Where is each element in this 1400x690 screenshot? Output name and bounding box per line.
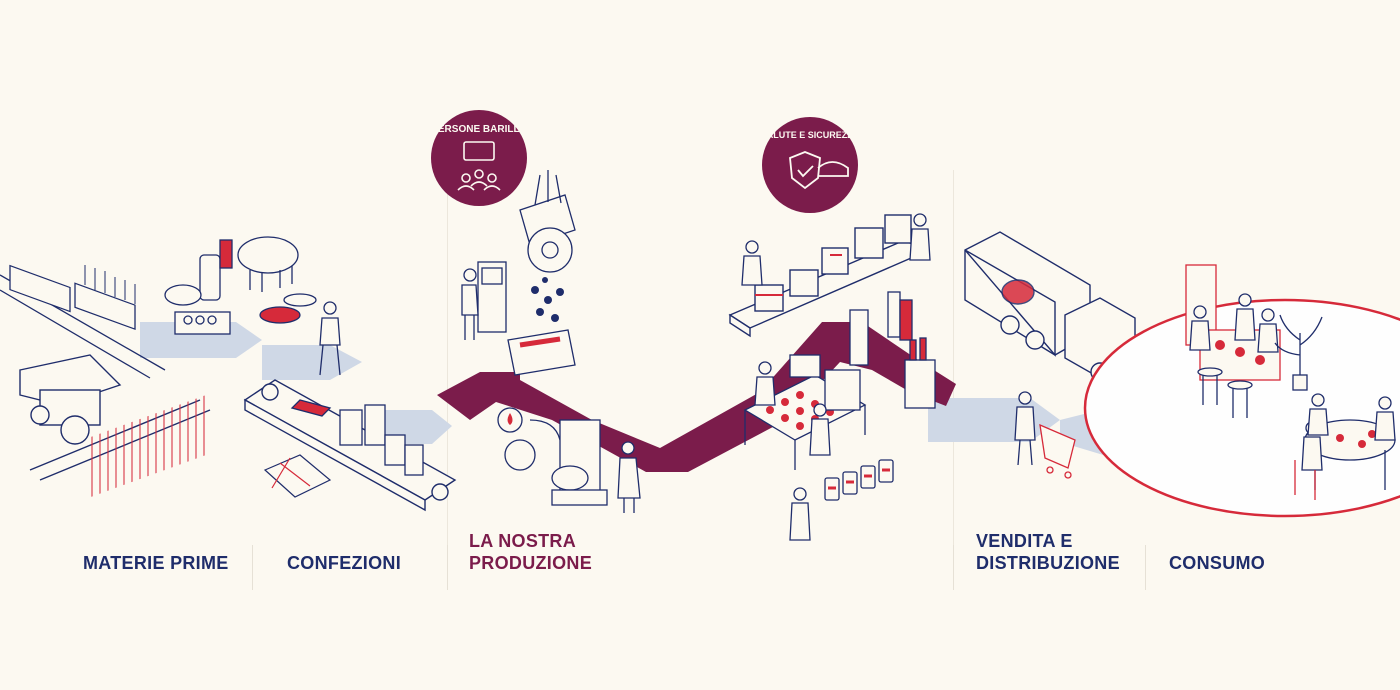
label-distribution: VENDITA E DISTRIBUZIONE bbox=[976, 530, 1120, 574]
cow bbox=[237, 236, 299, 292]
label-packaging: CONFEZIONI bbox=[287, 553, 401, 573]
control-panel-worker bbox=[461, 261, 507, 340]
shopper-with-cart bbox=[1014, 391, 1076, 479]
label-distribution-line1: VENDITA E bbox=[976, 531, 1073, 551]
divider-production-right bbox=[953, 170, 954, 590]
grain-hopper bbox=[507, 329, 576, 376]
production-path bbox=[437, 322, 956, 472]
divider-production-left bbox=[447, 170, 448, 590]
label-divider-3 bbox=[953, 545, 954, 590]
red-wheat-field bbox=[85, 395, 205, 500]
product-boxes bbox=[290, 399, 424, 476]
speech-bubble-people-icon bbox=[457, 141, 501, 191]
badge-people-text: PERSONE BARILLA bbox=[431, 124, 527, 135]
badge-safety-text: SALUTE E SICUREZZA bbox=[761, 130, 860, 140]
sauce-jars bbox=[824, 459, 894, 501]
wheat-mill bbox=[519, 170, 576, 273]
conveyor-workers bbox=[741, 213, 931, 286]
label-production-line1: LA NOSTRA bbox=[469, 531, 577, 551]
badge-persone-barilla: PERSONE BARILLA bbox=[431, 110, 527, 206]
label-production-line2: PRODUZIONE bbox=[469, 553, 593, 573]
badge-salute-sicurezza: SALUTE E SICUREZZA bbox=[761, 117, 860, 213]
railway-train bbox=[0, 264, 166, 379]
ingredients-icons bbox=[497, 407, 561, 471]
flow-arrow-distribution bbox=[928, 398, 1060, 442]
cocoa-pods bbox=[259, 293, 317, 324]
label-distribution-line2: DISTRIBUZIONE bbox=[976, 553, 1120, 573]
potted-plant bbox=[1274, 314, 1323, 391]
shield-helmet-icon bbox=[789, 151, 849, 190]
label-divider-2 bbox=[447, 545, 448, 590]
baker-worker bbox=[617, 441, 641, 513]
label-consumption: CONSUMO bbox=[1169, 553, 1266, 573]
product-display bbox=[849, 291, 936, 409]
box-conveyor bbox=[728, 214, 927, 338]
dining-table bbox=[1294, 393, 1396, 500]
farm-worker bbox=[319, 301, 341, 376]
label-divider-4 bbox=[1145, 545, 1146, 590]
wheat-stalks bbox=[84, 265, 136, 304]
dairy-items bbox=[164, 239, 233, 335]
flat-cardboard bbox=[263, 454, 332, 498]
production-workers bbox=[754, 361, 831, 541]
kitchen-scene bbox=[1185, 264, 1281, 418]
label-raw-materials: MATERIE PRIME bbox=[83, 553, 229, 573]
label-divider-1 bbox=[252, 545, 253, 590]
flow-arrow-raw-materials bbox=[140, 322, 262, 358]
biscuit-production-table bbox=[743, 354, 867, 470]
dough-mixer bbox=[551, 419, 608, 506]
grain-falling bbox=[531, 277, 564, 322]
flow-arrow-packaging bbox=[262, 345, 362, 380]
combine-harvester bbox=[19, 354, 211, 481]
label-production: LA NOSTRA PRODUZIONE bbox=[469, 530, 592, 574]
